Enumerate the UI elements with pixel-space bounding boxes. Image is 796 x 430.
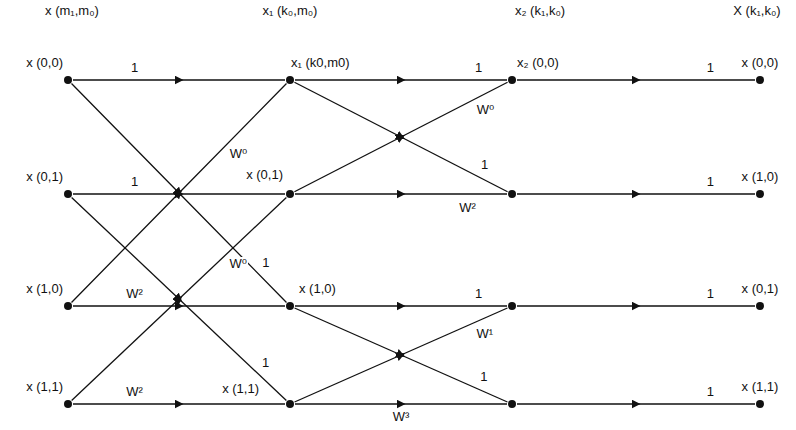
signal-node: x (1,1) xyxy=(756,400,764,408)
weight-label: W² xyxy=(125,287,144,301)
weight-label: W⁰ xyxy=(229,147,248,161)
column-header: X (k₁,k₀) xyxy=(732,4,781,18)
signal-branch xyxy=(517,305,755,306)
signal-node xyxy=(508,190,516,198)
signal-node: x (1,0) xyxy=(756,190,764,198)
weight-label: W³ xyxy=(392,410,411,424)
signal-branch xyxy=(294,82,507,191)
weight-label: 1 xyxy=(474,61,483,75)
signal-node: x (0,1) xyxy=(756,302,764,310)
weight-label: 1 xyxy=(261,356,270,370)
node-label: x (0,0) xyxy=(25,56,64,70)
node-label: x (0,1) xyxy=(741,282,780,296)
signal-branch xyxy=(295,308,508,402)
node-label: x (1,0) xyxy=(25,282,64,296)
signal-node xyxy=(508,302,516,310)
column-header: x₁ (k₀,m₀) xyxy=(262,4,319,18)
signal-node: x (1,0) xyxy=(286,302,294,310)
weight-label: 1 xyxy=(706,61,715,75)
weight-label: 1 xyxy=(479,370,488,384)
weight-label: 1 xyxy=(706,287,715,301)
weight-label: W⁰ xyxy=(476,103,495,117)
signal-node: x (0,0) xyxy=(64,76,72,84)
weight-label: W² xyxy=(125,385,144,399)
signal-branch xyxy=(72,197,287,400)
column-header: x (m₁,m₀) xyxy=(44,4,100,18)
signal-branch xyxy=(73,79,285,80)
signal-node: x (0,0) xyxy=(756,76,764,84)
signal-branch xyxy=(73,403,285,404)
signal-branch xyxy=(517,403,755,404)
signal-branch xyxy=(295,193,507,194)
node-label: x (1,1) xyxy=(25,380,64,394)
node-label: x₁ (k0,m0) xyxy=(290,56,351,70)
signal-branch xyxy=(72,197,287,400)
node-label: x (1,0) xyxy=(741,170,780,184)
signal-branch xyxy=(517,193,755,194)
weight-label: 1 xyxy=(474,287,483,301)
signal-branch xyxy=(72,84,287,303)
node-label: x (0,1) xyxy=(245,168,284,182)
weight-label: W¹ xyxy=(475,327,494,341)
signal-node: x₂ (0,0) xyxy=(508,76,516,84)
signal-node: x (1,1) xyxy=(286,400,294,408)
signal-node: x (0,1) xyxy=(64,190,72,198)
node-label: x (1,0) xyxy=(298,282,337,296)
weight-label: 1 xyxy=(480,158,489,172)
signal-node xyxy=(508,400,516,408)
weight-label: W⁰ xyxy=(228,257,247,271)
signal-branch xyxy=(73,305,285,306)
node-label: x (0,0) xyxy=(741,56,780,70)
signal-node: x₁ (k0,m0) xyxy=(286,76,294,84)
weight-label: 1 xyxy=(130,61,139,75)
weight-label: 1 xyxy=(130,175,139,189)
signal-node: x (1,1) xyxy=(64,400,72,408)
signal-branch xyxy=(517,79,755,80)
weight-label: 1 xyxy=(706,385,715,399)
signal-node: x (0,1) xyxy=(286,190,294,198)
node-label: x (0,1) xyxy=(25,170,64,184)
signal-branch xyxy=(295,79,507,80)
signal-branch xyxy=(295,305,507,306)
signal-branch xyxy=(295,403,507,404)
weight-label: 1 xyxy=(261,256,270,270)
node-label: x (1,1) xyxy=(221,382,260,396)
node-label: x₂ (0,0) xyxy=(516,56,560,70)
signal-branch xyxy=(72,84,287,303)
weight-label: W² xyxy=(458,201,477,215)
column-header: x₂ (k₁,k₀) xyxy=(514,4,566,18)
weight-label: 1 xyxy=(706,175,715,189)
signal-node: x (1,0) xyxy=(64,302,72,310)
node-label: x (1,1) xyxy=(741,380,780,394)
signal-branch xyxy=(294,82,507,191)
signal-branch xyxy=(295,308,508,402)
